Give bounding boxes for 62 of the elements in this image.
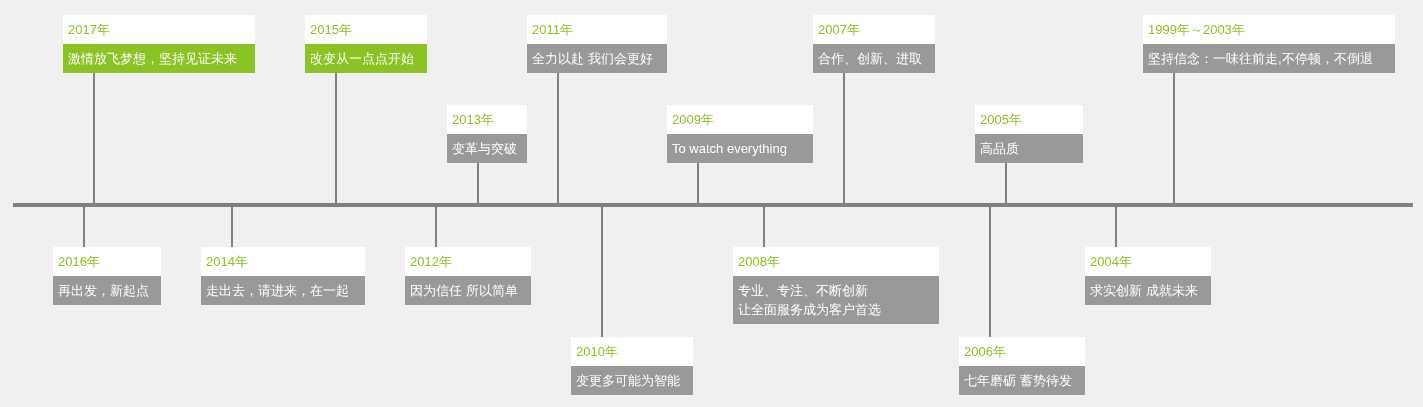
year-text: 2008年 [738, 253, 780, 270]
timeline-card [201, 247, 365, 305]
timeline-card [527, 15, 667, 73]
year-text: 1999年～2003年 [1148, 21, 1245, 38]
slogan-text: 高品质 [980, 140, 1019, 158]
timeline-stem [1173, 72, 1175, 204]
timeline-card [63, 15, 255, 73]
slogan-text: 激情放飞梦想，坚持见证未来 [68, 50, 237, 68]
timeline-card [571, 337, 693, 395]
year-text: 2013年 [452, 111, 494, 128]
year-text: 2004年 [1090, 253, 1132, 270]
timeline-stem [335, 72, 337, 204]
timeline-card [1085, 247, 1211, 305]
timeline-stem [763, 206, 765, 248]
slogan-text: 专业、专注、不断创新 [738, 282, 868, 300]
timeline-stem [557, 72, 559, 204]
timeline-card [1143, 15, 1395, 73]
slogan-text: To watch everything [672, 140, 787, 158]
timeline-card [959, 337, 1085, 395]
timeline-stem [435, 206, 437, 248]
timeline-stem [93, 72, 95, 204]
timeline-card [305, 15, 427, 73]
timeline-stem [843, 72, 845, 204]
year-text: 2017年 [68, 21, 110, 38]
slogan-text: 七年磨砺 蓄势待发 [964, 372, 1072, 390]
timeline-card [53, 247, 161, 305]
year-text: 2012年 [410, 253, 452, 270]
timeline-axis [13, 203, 1413, 207]
year-text: 2010年 [576, 343, 618, 360]
timeline-stem [477, 162, 479, 204]
year-text: 2005年 [980, 111, 1022, 128]
year-text: 2016年 [58, 253, 100, 270]
timeline-card [975, 105, 1083, 163]
timeline-card [447, 105, 527, 163]
timeline-card [813, 15, 935, 73]
year-text: 2007年 [818, 21, 860, 38]
year-text: 2015年 [310, 21, 352, 38]
slogan-text: 合作、创新、进取 [818, 50, 922, 68]
slogan-text: 全力以赴 我们会更好 [532, 50, 653, 68]
slogan-text: 坚持信念：一味往前走,不停顿，不倒退 [1148, 50, 1373, 68]
slogan-text: 再出发，新起点 [58, 282, 149, 300]
timeline-stem [1115, 206, 1117, 248]
year-text: 2014年 [206, 253, 248, 270]
timeline-card [667, 105, 813, 163]
timeline-card [733, 247, 939, 324]
slogan-text: 走出去，请进来，在一起 [206, 282, 349, 300]
slogan-text: 让全面服务成为客户首选 [738, 301, 881, 319]
slogan-text: 变更多可能为智能 [576, 372, 680, 390]
timeline-stem [601, 206, 603, 338]
timeline-stem [697, 162, 699, 204]
year-text: 2006年 [964, 343, 1006, 360]
timeline-card [405, 247, 531, 305]
timeline-stem [1005, 162, 1007, 204]
slogan-text: 求实创新 成就未来 [1090, 282, 1198, 300]
timeline-stem [989, 206, 991, 338]
year-text: 2011年 [532, 21, 573, 38]
slogan-text: 因为信任 所以简单 [410, 282, 518, 300]
slogan-text: 变革与突破 [452, 140, 517, 158]
year-text: 2009年 [672, 111, 714, 128]
timeline-stem [231, 206, 233, 248]
slogan-text: 改变从一点点开始 [310, 50, 414, 68]
timeline-stem [83, 206, 85, 248]
